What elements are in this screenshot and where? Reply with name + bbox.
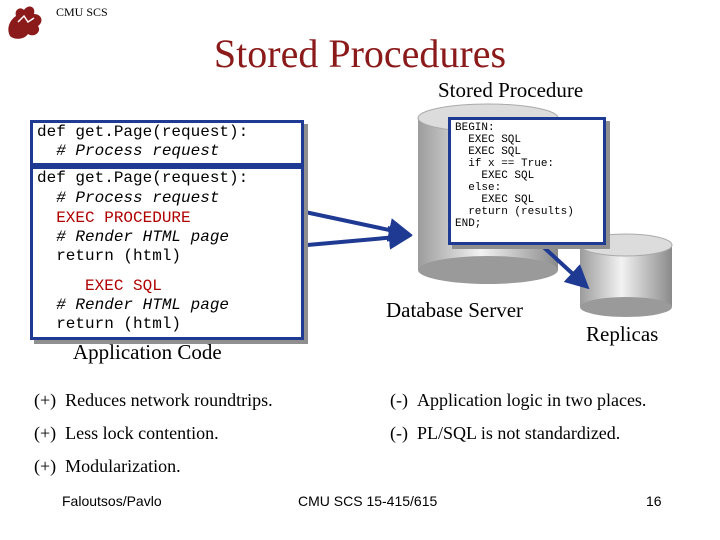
code-line-exec-sql: EXEC SQL (37, 277, 162, 295)
proc-line: EXEC SQL (455, 134, 522, 146)
code-line: return (html) (37, 247, 182, 265)
footer-course: CMU SCS 15-415/615 (298, 493, 438, 509)
code-line: def get.Page(request): (37, 123, 249, 141)
con-item: (-) PL/SQL is not standardized. (390, 423, 621, 443)
footer-authors: Faloutsos/Pavlo (62, 493, 162, 509)
pro-item: (+) Reduces network roundtrips. (34, 390, 273, 410)
proc-line: EXEC SQL (455, 170, 535, 182)
database-server-label: Database Server (386, 298, 524, 322)
org-label: CMU SCS (56, 5, 108, 19)
application-code-label: Application Code (73, 340, 222, 364)
app-code-box-front: def get.Page(request): # Process request… (30, 166, 304, 340)
stored-procedure-label: Stored Procedure (438, 78, 584, 102)
code-line: # Render HTML page (37, 296, 230, 314)
code-line: return (html) (37, 315, 182, 333)
replica-database-icon (579, 233, 673, 317)
code-line: # Render HTML page (37, 228, 230, 246)
code-line: # Process request (37, 189, 220, 207)
pro-item: (+) Less lock contention. (34, 423, 219, 443)
con-item: (-) Application logic in two places. (390, 390, 647, 410)
replicas-label: Replicas (586, 322, 659, 346)
proc-line: else: (455, 182, 502, 194)
proc-line: if x == True: (455, 158, 555, 170)
cmu-dragon-logo (4, 2, 48, 44)
arrow-to-replicas (536, 240, 590, 290)
code-line: # Process request (37, 142, 220, 160)
proc-line: BEGIN: (455, 122, 495, 134)
code-line: def get.Page(request): (37, 169, 249, 187)
page-number: 16 (646, 493, 662, 509)
proc-line: END; (455, 218, 482, 230)
arrow-db-to-app (295, 225, 413, 250)
app-code-box-back: def get.Page(request): # Process request (30, 120, 304, 166)
stored-procedure-box: BEGIN: EXEC SQL EXEC SQL if x == True: E… (448, 117, 606, 245)
proc-line: return (results) (455, 206, 574, 218)
code-line-exec-procedure: EXEC PROCEDURE (37, 209, 191, 227)
pro-item: (+) Modularization. (34, 456, 181, 476)
proc-line: EXEC SQL (455, 194, 535, 206)
slide-title: Stored Procedures (213, 31, 507, 76)
proc-line: EXEC SQL (455, 146, 522, 158)
